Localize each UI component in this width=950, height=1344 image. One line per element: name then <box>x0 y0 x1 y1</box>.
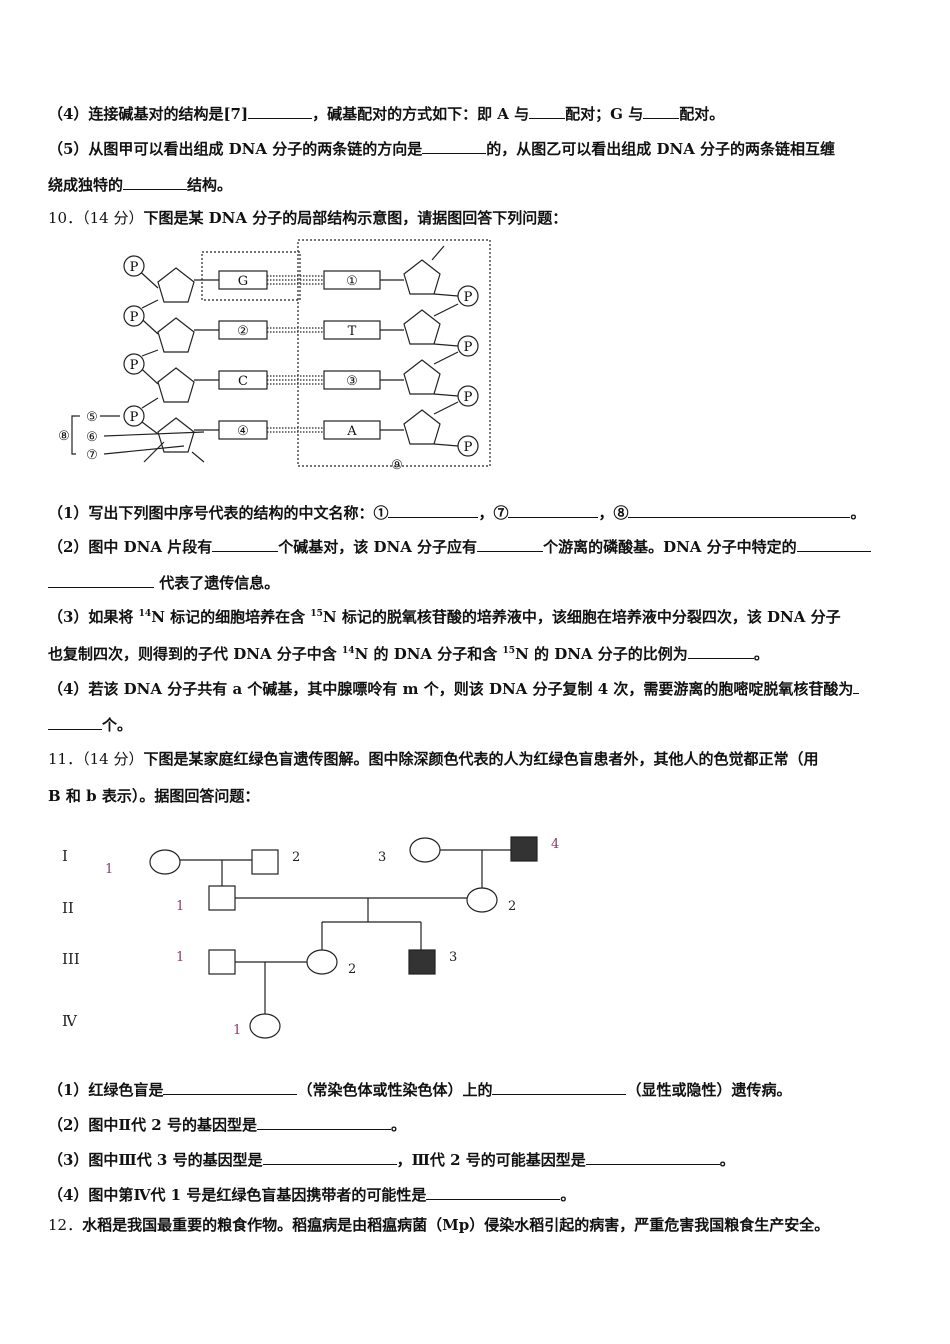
svg-text:P: P <box>130 358 139 373</box>
label-7: ⑦ <box>86 448 98 463</box>
label-9: ⑨ <box>391 458 403 473</box>
answer-blank[interactable] <box>48 714 102 730</box>
individual-number: 1 <box>105 862 113 877</box>
q10-stem: 10．（14 分）下图是某 DNA 分子的局部结构示意图，请据图回答下列问题： <box>48 209 568 227</box>
base-label: ③ <box>346 374 358 389</box>
male-unaffected <box>208 949 236 975</box>
answer-blank[interactable] <box>529 103 566 119</box>
individual-number: 1 <box>176 899 184 914</box>
base-label: ① <box>346 274 358 289</box>
q11-stem: 11．（14 分）下图是某家庭红绿色盲遗传图解。图中除深颜色代表的人为红绿色盲患… <box>48 750 819 768</box>
q10-part3: （3）如果将 14N 标记的细胞培养在含 15N 标记的脱氧核苷酸的培养液中，该… <box>48 608 841 626</box>
svg-text:P: P <box>130 410 139 425</box>
individual-number: 4 <box>551 837 559 852</box>
base-label: A <box>346 424 357 439</box>
answer-blank[interactable] <box>388 502 479 518</box>
female-unaffected <box>149 849 181 875</box>
answer-blank[interactable] <box>262 1149 397 1165</box>
svg-text:P: P <box>130 260 139 275</box>
q10-part4: （4）若该 DNA 分子共有 a 个碱基，其中腺嘌呤有 m 个，则该 DNA 分… <box>48 678 860 699</box>
answer-blank[interactable] <box>212 536 279 552</box>
answer-blank[interactable] <box>123 174 188 190</box>
individual-number: 1 <box>233 1023 241 1038</box>
generation-label: II <box>62 899 74 917</box>
individual-number: 1 <box>176 950 184 965</box>
individual-number: 2 <box>348 962 356 977</box>
answer-blank[interactable] <box>426 1184 561 1200</box>
answer-blank[interactable] <box>628 502 851 518</box>
base-label: ④ <box>237 424 249 439</box>
pedigree-chart: I II III Ⅳ 1 2 3 4 1 2 1 2 3 1 <box>62 836 559 1039</box>
q11-part1: （1）红绿色盲是（常染色体或性染色体）上的（显性或隐性）遗传病。 <box>48 1079 792 1099</box>
base-label: C <box>238 374 248 389</box>
label-8: ⑧ <box>58 429 70 444</box>
dna-structure-diagram: P P P P P P P P G ② C ④ ① T ③ A ⑤ ⑥ ⑦ ⑧ … <box>58 239 491 473</box>
base-label: T <box>348 324 357 339</box>
label-5: ⑤ <box>86 410 98 425</box>
answer-blank[interactable] <box>492 1079 627 1095</box>
female-unaffected <box>409 837 441 863</box>
female-unaffected <box>466 887 498 913</box>
answer-blank[interactable] <box>643 103 680 119</box>
female-unaffected <box>249 1013 281 1039</box>
svg-text:P: P <box>464 290 473 305</box>
answer-blank[interactable] <box>163 1079 298 1095</box>
q9-part5: （5）从图甲可以看出组成 DNA 分子的两条链的方向是的，从图乙可以看出组成 D… <box>48 138 836 158</box>
answer-blank[interactable] <box>248 103 313 119</box>
svg-text:P: P <box>464 340 473 355</box>
svg-text:P: P <box>464 440 473 455</box>
base-label: ② <box>237 324 249 339</box>
answer-blank[interactable] <box>477 536 544 552</box>
q9-part4: （4）连接碱基对的结构是[7]，碱基配对的方式如下：即 A 与配对；G 与配对。 <box>48 103 725 123</box>
individual-number: 3 <box>449 950 457 965</box>
male-unaffected <box>208 885 236 911</box>
female-unaffected <box>306 949 338 975</box>
answer-blank[interactable] <box>853 678 860 694</box>
answer-blank[interactable] <box>422 138 487 154</box>
phosphate-left: P P P P <box>123 255 145 427</box>
answer-blank[interactable] <box>48 572 154 588</box>
individual-number: 2 <box>292 850 300 865</box>
q10-part1: （1）写出下列图中序号代表的结构的中文名称：①，⑦，⑧。 <box>48 502 866 522</box>
q10-part3-cont: 也复制四次，则得到的子代 DNA 分子中含 14N 的 DNA 分子和含 15N… <box>48 643 769 663</box>
male-unaffected <box>251 849 279 875</box>
individual-number: 2 <box>508 899 516 914</box>
svg-text:P: P <box>130 310 139 325</box>
q9-part5-cont: 绕成独特的结构。 <box>48 174 233 194</box>
q11-part2: （2）图中Ⅱ代 2 号的基因型是。 <box>48 1114 406 1134</box>
answer-blank[interactable] <box>687 643 754 659</box>
answer-blank[interactable] <box>585 1149 720 1165</box>
answer-blank[interactable] <box>508 502 599 518</box>
phosphate-right: P P P P <box>457 285 479 457</box>
generation-label: I <box>62 847 68 865</box>
q12-stem: 12．水稻是我国最重要的粮食作物。稻瘟病是由稻瘟病菌（Mp）侵染水稻引起的病害，… <box>48 1216 830 1234</box>
individual-number: 3 <box>378 850 386 865</box>
svg-text:P: P <box>464 390 473 405</box>
male-affected <box>510 836 538 862</box>
q11-part4: （4）图中第Ⅳ代 1 号是红绿色盲基因携带者的可能性是。 <box>48 1184 576 1204</box>
q11-part3: （3）图中Ⅲ代 3 号的基因型是，Ⅲ代 2 号的可能基因型是。 <box>48 1149 735 1169</box>
generation-label: Ⅳ <box>62 1012 78 1030</box>
q10-part4-cont: 个。 <box>48 714 132 735</box>
generation-label: III <box>62 950 80 968</box>
base-label: G <box>238 274 248 289</box>
q10-part2-cont: 代表了遗传信息。 <box>48 572 279 593</box>
answer-blank[interactable] <box>256 1114 391 1130</box>
male-affected <box>408 949 436 975</box>
q11-stem-cont: B 和 b 表示）。据图回答问题： <box>48 787 260 805</box>
answer-blank[interactable] <box>796 536 871 552</box>
q10-part2: （2）图中 DNA 片段有个碱基对，该 DNA 分子应有个游离的磷酸基。DNA … <box>48 536 871 557</box>
label-6: ⑥ <box>86 430 98 445</box>
